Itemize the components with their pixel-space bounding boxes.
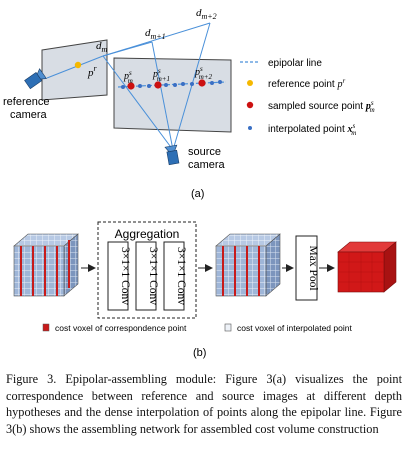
conv-label-2: 3×1×1 Conv xyxy=(147,247,159,305)
source-image-plane xyxy=(113,57,232,133)
source-rays xyxy=(102,22,211,151)
fig-b-sublabel: (b) xyxy=(193,347,206,359)
maxpool-block xyxy=(295,235,318,301)
source-camera-icon xyxy=(164,144,180,166)
reference-camera-icon xyxy=(24,68,48,90)
depth-label-dm: dm xyxy=(96,40,108,54)
legend-reference-point: reference point pr xyxy=(268,77,346,90)
conv-label-1: 3×1×1 Conv xyxy=(119,247,131,305)
reference-camera-label: reference xyxy=(3,96,49,108)
fig-a-sublabel: (a) xyxy=(191,188,204,200)
conv-blocks: 3×1×1 Conv 3×1×1 Conv 3×1×1 Conv xyxy=(107,241,187,311)
reference-image-plane xyxy=(41,39,108,101)
conv-label-3: 3×1×1 Conv xyxy=(175,247,187,305)
legend-epipolar-line: epipolar line xyxy=(268,58,322,69)
aggregation-title: Aggregation xyxy=(115,227,180,241)
source-camera-label: source xyxy=(188,146,221,158)
fig-b-legend: cost voxel of correspondence point cost … xyxy=(42,323,352,333)
aggregation-box xyxy=(97,221,197,319)
source-camera-label-2: camera xyxy=(188,159,226,171)
assembled-cost-volume xyxy=(337,241,397,293)
legend-interpolated-voxel: cost voxel of interpolated point xyxy=(237,323,352,333)
sampled-source-points xyxy=(127,79,206,90)
reference-camera-label-2: camera xyxy=(10,109,48,121)
legend-correspondence-voxel: cost voxel of correspondence point xyxy=(55,323,187,333)
cost-volume-input xyxy=(13,233,79,297)
reference-point-label: pr xyxy=(87,64,98,79)
reference-point xyxy=(74,61,82,69)
interpolated-points xyxy=(121,80,222,89)
depth-label-dm2: dm+2 xyxy=(196,7,217,21)
depth-label-dm1: dm+1 xyxy=(145,27,166,41)
maxpool-label: Max Pool xyxy=(307,245,319,290)
cost-volume-aggregated xyxy=(215,233,281,297)
fig-a-legend: epipolar line reference point pr sampled… xyxy=(240,58,375,137)
epipolar-line xyxy=(117,81,227,88)
fig-b: Aggregation 3×1×1 Conv 3×1×1 Conv 3×1×1 … xyxy=(13,221,397,359)
figure-caption: Figure 3. Epipolar-assembling module: Fi… xyxy=(6,372,402,436)
